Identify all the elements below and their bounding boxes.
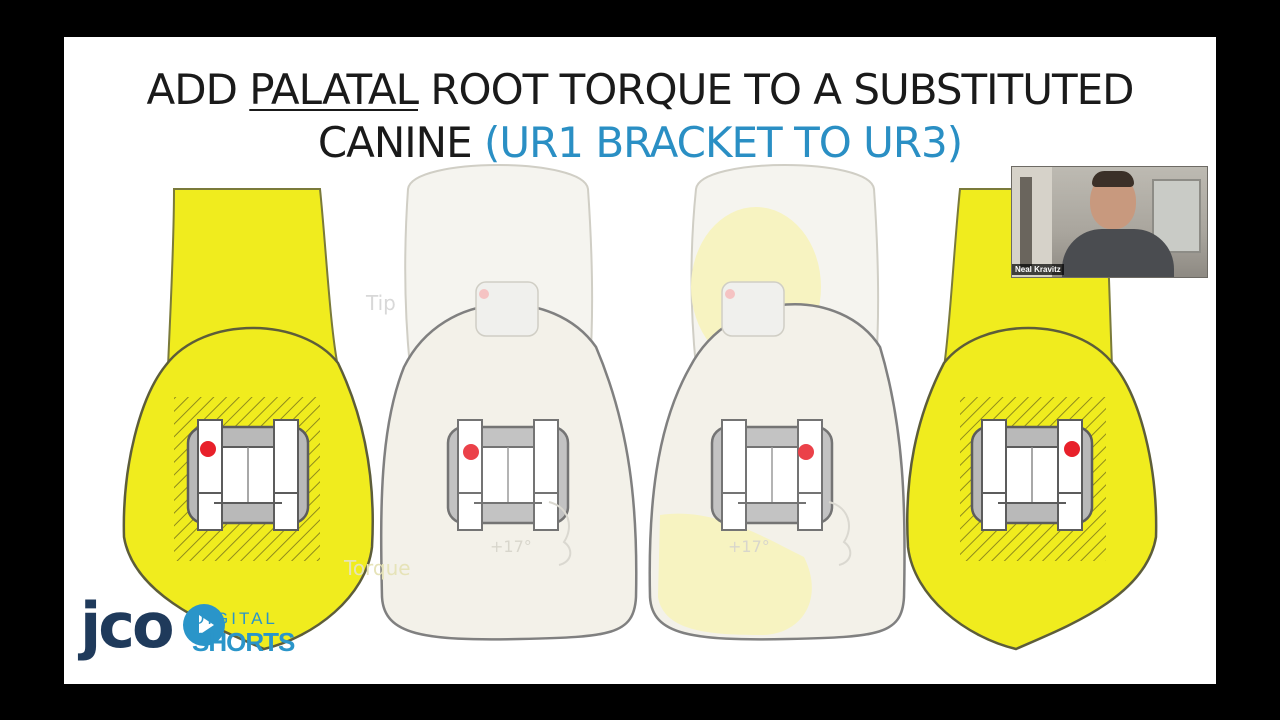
angle-right-label: +17°	[728, 537, 770, 556]
presenter-name-tag: Neal Kravitz	[1012, 264, 1064, 275]
teeth-diagram: Tip Torque +17° +17°	[122, 164, 1158, 651]
center-right-tooth	[648, 164, 906, 641]
play-icon	[183, 604, 225, 646]
webcam-overlay: Neal Kravitz	[1011, 166, 1208, 278]
center-left-red-dot	[463, 444, 479, 460]
title-line1-prefix: ADD	[146, 65, 250, 114]
left-bracket	[186, 418, 310, 532]
center-right-bracket	[710, 418, 834, 532]
title-line1-suffix: ROOT TORQUE TO A SUBSTITUTED	[418, 65, 1134, 114]
right-bracket	[970, 418, 1094, 532]
jco-logo: jco DIGITAL SHORTS	[80, 589, 295, 681]
slide: ADD PALATAL ROOT TORQUE TO A SUBSTITUTED…	[64, 37, 1216, 684]
background-door	[1012, 167, 1052, 277]
tip-label: Tip	[365, 291, 396, 315]
title-line-1: ADD PALATAL ROOT TORQUE TO A SUBSTITUTED	[64, 63, 1216, 116]
title-underlined-word: PALATAL	[249, 65, 419, 114]
background-frame	[1020, 177, 1032, 267]
jco-logo-text: jco	[80, 589, 175, 662]
torque-label: Torque	[343, 556, 411, 580]
center-left-bracket	[446, 418, 570, 532]
slide-title: ADD PALATAL ROOT TORQUE TO A SUBSTITUTED…	[64, 63, 1216, 169]
center-right-red-dot	[798, 444, 814, 460]
center-left-tooth	[379, 164, 638, 641]
title-line-2: CANINE (UR1 BRACKET TO UR3)	[64, 116, 1216, 169]
shorts-label: SHORTS	[192, 627, 295, 657]
left-canine-tooth	[122, 188, 374, 651]
left-red-dot	[200, 441, 216, 457]
title-line2-black: CANINE	[317, 118, 484, 167]
angle-left-label: +17°	[490, 537, 532, 556]
presenter-body	[1062, 229, 1174, 277]
title-line2-blue: (UR1 BRACKET TO UR3)	[483, 118, 963, 167]
right-red-dot	[1064, 441, 1080, 457]
presenter-hair	[1092, 171, 1134, 187]
digital-label: DIGITAL	[192, 609, 278, 628]
